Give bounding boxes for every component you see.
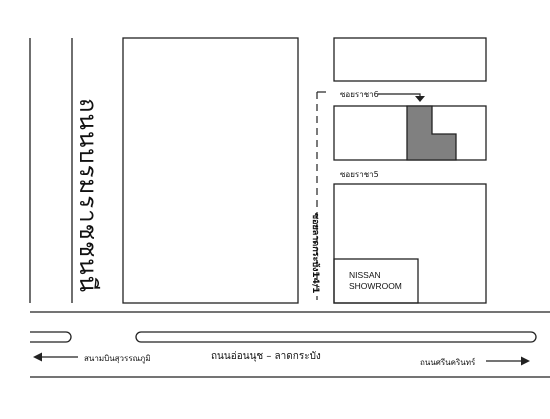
nissan-line-2: SHOWROOM bbox=[349, 281, 402, 291]
label-direction-left: สนามบินสุวรรณภูมิ bbox=[84, 354, 151, 363]
label-main-road: ถนนอ่อนนุช – ลาดกระบัง bbox=[211, 351, 321, 362]
block-large bbox=[122, 37, 299, 304]
nissan-showroom-label: NISSAN SHOWROOM bbox=[349, 270, 402, 292]
label-soi-5: ซอยราชา5 bbox=[340, 170, 379, 179]
label-soi-lat-krabang: ซอยลาดกระบัง14/1 bbox=[310, 213, 320, 294]
label-direction-right: ถนนศรีนครินทร์ bbox=[420, 358, 476, 367]
target-location bbox=[406, 105, 457, 161]
block-top-right bbox=[333, 37, 487, 82]
label-road-vertical-left: ถนนบรมราชชนนี bbox=[74, 98, 102, 294]
median-right bbox=[135, 331, 537, 343]
nissan-showroom-box bbox=[333, 258, 419, 304]
arrow-left-head bbox=[33, 352, 42, 362]
arrow-right-head bbox=[521, 356, 530, 366]
nissan-line-1: NISSAN bbox=[349, 270, 381, 280]
label-soi-6: ซอยราชา6 bbox=[340, 90, 379, 99]
pointer-arrow-line bbox=[378, 93, 421, 98]
pointer-arrow-head bbox=[415, 96, 425, 102]
median-left bbox=[30, 331, 72, 343]
